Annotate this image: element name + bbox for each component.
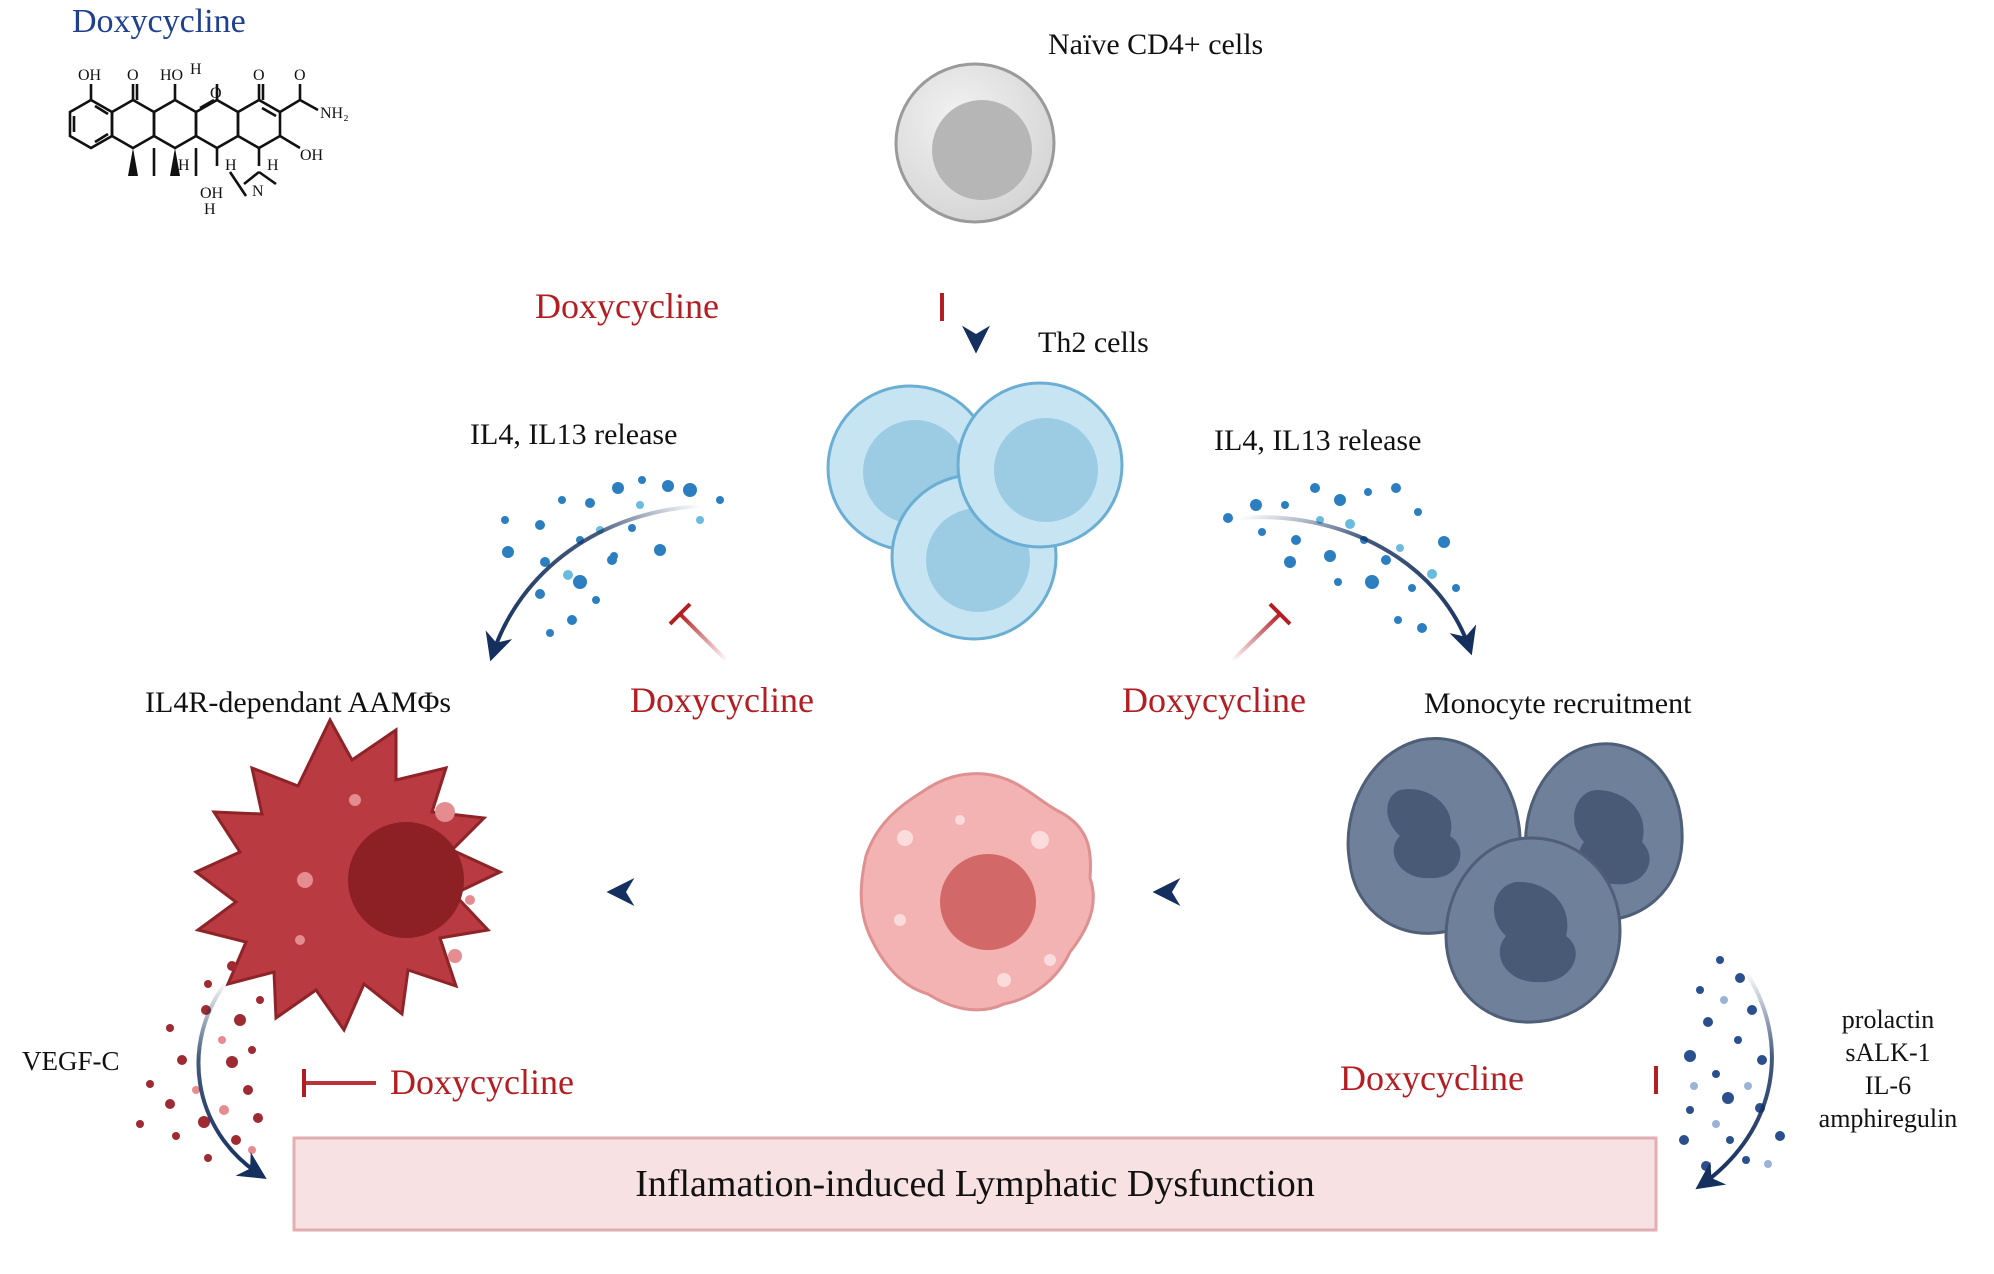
atom-label: NH₂ [320,105,349,122]
drug-title: Doxycycline [72,3,246,40]
intermediate-pink-cell [859,772,1095,1012]
factor-particles [1679,956,1785,1171]
atom-label: OH [78,67,102,84]
molecule-atom-labels: OH O HO H O O O NH₂ OH H H H OH H N [78,61,349,218]
doxycycline-inhibitor-top: Doxycycline [535,286,719,326]
inhibition-bar-top [776,293,944,321]
il-release-left-label: IL4, IL13 release [470,418,677,451]
factors-arrow [1695,970,1774,1190]
doxycycline-inhibitor-bottom-left: Doxycycline [390,1062,574,1102]
th2-label: Th2 cells [1038,326,1149,359]
atom-label: H [267,157,279,174]
vegf-particles [136,961,264,1162]
atom-label: H [190,61,202,78]
il-release-arrow-right [1239,515,1477,656]
factor-prolactin: prolactin [1842,1005,1934,1034]
inhibition-bar-mid-left [668,602,729,663]
inhibition-bar-bottom-right [1582,1066,1658,1094]
atom-label: O [127,67,139,84]
inhibition-bar-mid-right [1230,602,1292,663]
factor-il6: IL-6 [1865,1071,1911,1100]
doxycycline-structure-icon [68,84,319,197]
atom-label: O [210,85,222,102]
doxycycline-inhibitor-bottom-right: Doxycycline [1340,1058,1524,1098]
atom-label: H [178,157,190,174]
dysfunction-label: Inflamation-induced Lymphatic Dysfunctio… [635,1163,1315,1205]
factor-amphiregulin: amphiregulin [1819,1104,1958,1133]
atom-label: O [294,67,306,84]
monocyte-recruitment-label: Monocyte recruitment [1424,687,1692,720]
vegf-c-label: VEGF-C [22,1046,120,1076]
monocyte-cluster [1346,737,1684,1024]
th2-cell-cluster [826,381,1124,641]
atom-label: OH [200,185,224,202]
atom-label: OH [300,147,324,164]
doxycycline-inhibitor-mid-right: Doxycycline [1122,680,1306,720]
naive-cd4-cell [894,62,1056,224]
dysfunction-box [292,1136,1658,1232]
inhibition-bar-bottom-left [302,1069,376,1097]
aam-label: IL4R-dependant AAMΦs [145,686,451,719]
factors-list: prolactin sALK-1 IL-6 amphiregulin [1819,1005,1958,1133]
cytokine-particles-right [1223,483,1460,633]
atom-label: N [252,183,264,200]
doxycycline-inhibitor-mid-left: Doxycycline [630,680,814,720]
factor-salk1: sALK-1 [1845,1038,1930,1067]
il-release-right-label: IL4, IL13 release [1214,424,1421,457]
aam-macrophage-cell [193,716,504,1034]
naive-cd4-label: Naïve CD4+ cells [1048,28,1263,61]
atom-label: H [225,157,237,174]
cytokine-particles-left [501,476,724,637]
atom-label: H [204,201,216,218]
vegf-arrow [196,978,267,1180]
atom-label: O [253,67,265,84]
il-release-arrow-left [485,504,701,662]
atom-label: HO [160,67,183,84]
